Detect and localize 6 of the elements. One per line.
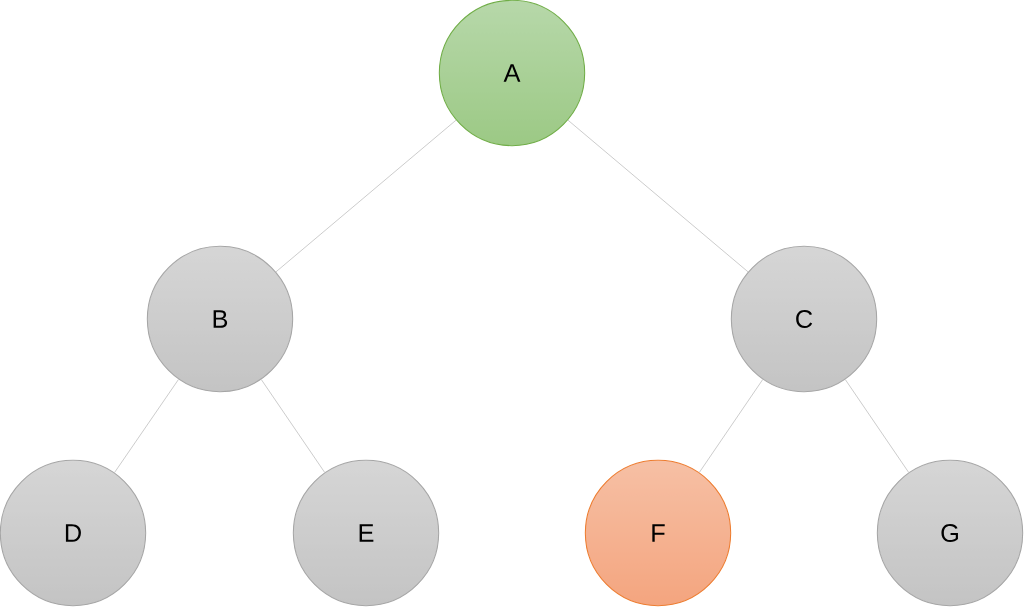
connector-line <box>275 119 457 273</box>
connector-line <box>260 379 326 473</box>
connector-line <box>114 378 179 474</box>
connector-line <box>698 379 764 473</box>
connector-line <box>844 379 910 473</box>
connector-line <box>567 119 749 273</box>
